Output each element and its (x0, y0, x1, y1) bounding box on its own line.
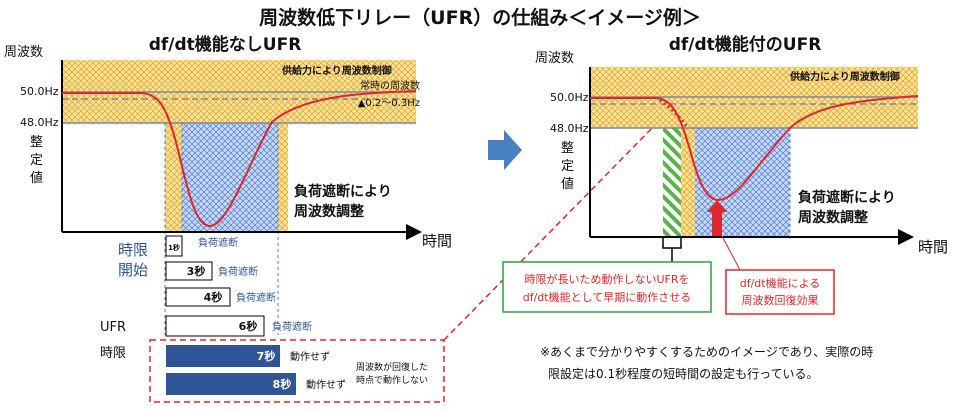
left-recovery-label-2: 周波数調整 (294, 203, 365, 220)
right-recovery-label-1: 負荷遮断により (798, 189, 896, 206)
timer-bar-7s-note: 動作せず (290, 350, 330, 363)
timer-bar-3s-label: 3秒 (187, 264, 206, 278)
time-limit-start-label-1: 時限 (118, 241, 148, 259)
footnote-line-2: 限設定は0.1秒程度の短時間の設定も行っている。 (548, 366, 819, 381)
timer-bar-6s-label: 6秒 (239, 319, 258, 333)
timer-bar-6s-note: 負荷遮断 (272, 320, 312, 333)
left-setting-char-2: 定 (30, 153, 43, 168)
right-setting-char-1: 整 (561, 141, 574, 156)
timer-bar-3s (165, 261, 213, 281)
timer-bar-1s-label: 1秒 (168, 243, 180, 252)
timer-bar-7s (166, 345, 280, 367)
left-heading: df/dt機能なしUFR (149, 34, 302, 55)
timer-bar-1s-note: 負荷遮断 (198, 236, 238, 249)
right-heading: df/dt機能付のUFR (669, 34, 822, 55)
left-setting-char-1: 整 (30, 135, 43, 150)
red-note-line-1: df/dt機能による (740, 276, 821, 290)
red-note-line-2: 周波数回復効果 (742, 293, 819, 307)
jigen-label: 時限 (100, 346, 126, 361)
timer-bars: 時限 開始 UFR 時限 1秒 負荷遮断 3秒 負荷遮断 4秒 負荷遮断 6秒 … (100, 235, 445, 403)
right-setting-char-3: 値 (561, 176, 574, 192)
green-note-box (502, 261, 712, 313)
right-band-label: 供給力により周波数制御 (789, 70, 900, 83)
right-y-axis-label: 周波数 (535, 51, 574, 66)
left-band-label: 供給力により周波数制御 (281, 64, 392, 77)
right-50hz-label: 50.0Hz (550, 91, 589, 104)
right-green-region (663, 128, 681, 236)
recovery-up-arrow-icon (707, 200, 727, 236)
left-yellow-hatch-region (165, 123, 182, 231)
left-normal-label: 常時の周波数 (360, 79, 420, 92)
left-yellow-hatch-region-right (278, 123, 288, 231)
timer-bar-3s-note: 負荷遮断 (218, 265, 258, 278)
page-title: 周波数低下リレー（UFR）の仕組み＜イメージ例＞ (259, 6, 701, 29)
left-setting-char-3: 値 (30, 170, 43, 186)
left-chart: df/dt機能なしUFR 周波数 50.0Hz 48.0Hz 整 定 値 供給力… (4, 34, 452, 403)
timer-bar-8s (166, 373, 296, 395)
transition-arrow-icon (488, 130, 522, 170)
left-48hz-label: 48.0Hz (20, 116, 59, 129)
right-48hz-label: 48.0Hz (550, 122, 589, 135)
left-recovery-label-1: 負荷遮断により (294, 183, 392, 200)
right-setting-char-2: 定 (561, 159, 574, 174)
timer-bar-4s (165, 287, 231, 307)
timer-bar-8s-label: 8秒 (273, 377, 292, 391)
time-limit-start-label-2: 開始 (118, 261, 148, 279)
red-note-leader (721, 235, 741, 271)
ufr-label: UFR (100, 320, 126, 335)
connector-dashed-line (443, 119, 661, 341)
footnote-line-1: ※あくまで分かりやすくするためのイメージであり、実際の時 (540, 344, 873, 359)
no-action-dashed-box (149, 339, 445, 403)
red-note-box (725, 269, 835, 315)
timer-bar-7s-label: 7秒 (257, 349, 276, 363)
no-action-note-2: 時点で動作しない (356, 374, 428, 386)
timer-bar-4s-label: 4秒 (204, 290, 223, 304)
green-note-line-2: df/dt機能として早期に動作させる (523, 290, 692, 304)
right-early-trip-dots (659, 98, 690, 129)
right-x-axis-label: 時間 (918, 238, 948, 256)
no-action-note-1: 周波数が回復した (356, 361, 428, 373)
left-x-axis-label: 時間 (422, 232, 452, 250)
timer-bar-8s-note: 動作せず (306, 378, 346, 391)
timer-bar-4s-note: 負荷遮断 (236, 291, 276, 304)
left-y-axis-label: 周波数 (4, 45, 43, 60)
df-dt-bracket (662, 238, 682, 262)
left-frequency-curve (62, 90, 417, 228)
green-note-line-1: 時限が長いため動作しないUFRを (524, 272, 689, 286)
right-chart: df/dt機能付のUFR 周波数 50.0Hz 48.0Hz 整 定 値 供給力… (502, 34, 948, 315)
right-recovery-label-2: 周波数調整 (798, 209, 869, 226)
right-frequency-curve (590, 95, 919, 202)
timer-bar-6s (165, 315, 265, 337)
left-normal-range: ▲0.2～0.3Hz (358, 98, 420, 109)
left-50hz-label: 50.0Hz (20, 85, 59, 98)
timer-bar-1s (165, 235, 183, 257)
